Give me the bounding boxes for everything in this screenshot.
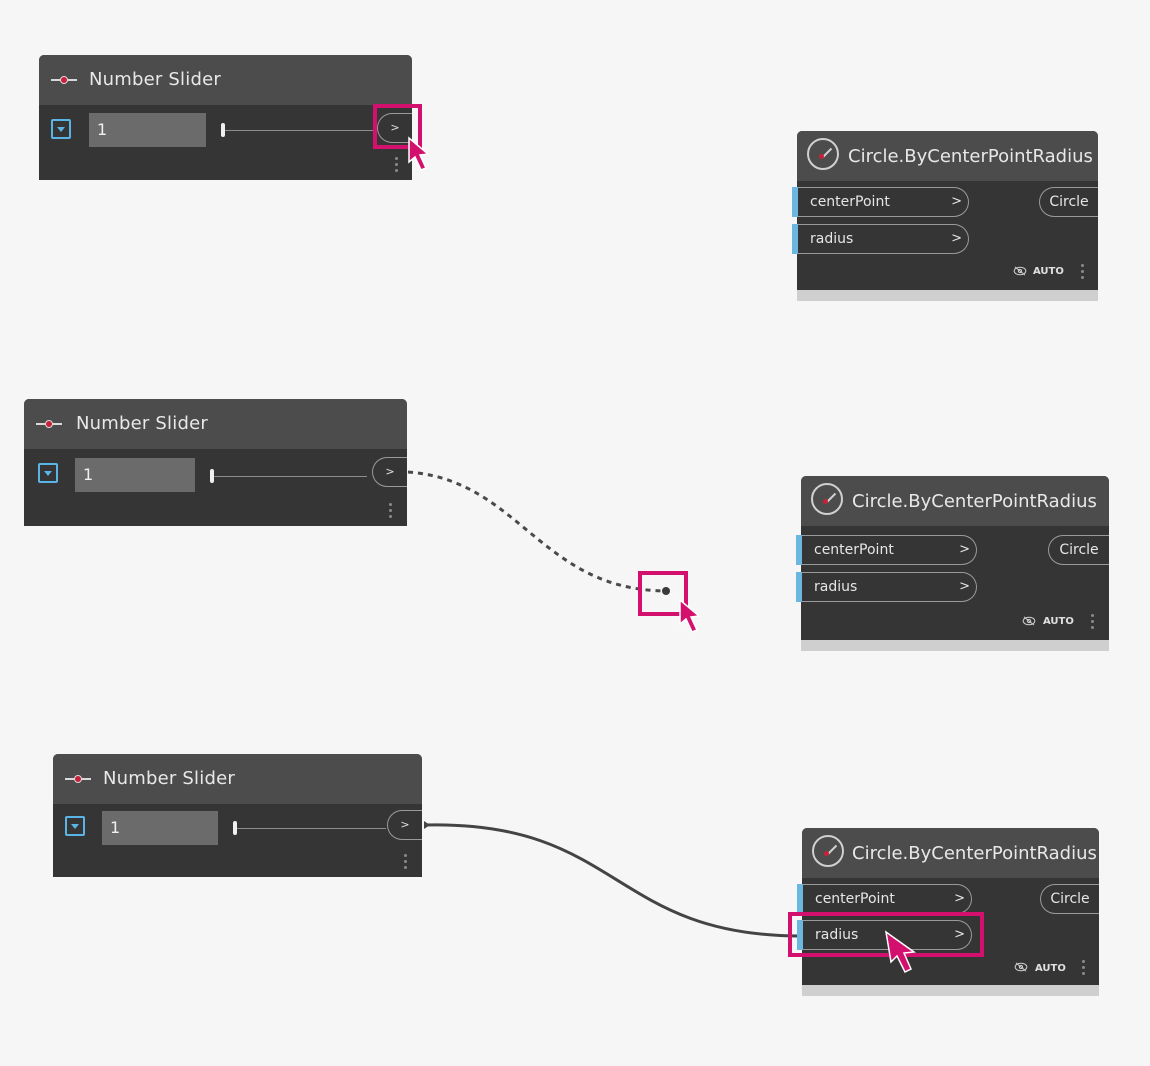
node-footer (801, 640, 1109, 651)
circle-icon (807, 138, 839, 170)
more-options-icon[interactable] (404, 854, 407, 872)
output-port-circle[interactable]: Circle (1039, 187, 1098, 217)
wire-dragging (407, 470, 667, 593)
node-header[interactable]: Circle.ByCenterPointRadius (801, 476, 1109, 526)
port-label: centerPoint (810, 194, 890, 210)
slider-thumb[interactable] (210, 469, 214, 483)
node-header[interactable]: Number Slider (39, 55, 412, 105)
input-port-centerpoint[interactable]: centerPoint > (792, 187, 969, 217)
port-arrow: > (959, 579, 970, 594)
slider-track[interactable] (210, 476, 367, 477)
expand-toggle-button[interactable] (38, 463, 58, 483)
slider-icon (51, 76, 77, 84)
port-arrow: > (951, 194, 962, 209)
port-label: centerPoint (814, 542, 894, 558)
more-options-icon[interactable] (1082, 960, 1085, 978)
circle-by-center-point-radius-node[interactable]: Circle.ByCenterPointRadius centerPoint >… (796, 476, 1109, 651)
slider-thumb[interactable] (233, 821, 237, 835)
port-label: radius (815, 927, 859, 943)
more-options-icon[interactable] (1081, 264, 1084, 282)
node-title: Number Slider (103, 768, 235, 789)
wire-connected[interactable] (423, 823, 800, 938)
circle-icon (811, 483, 843, 515)
input-port-centerpoint[interactable]: centerPoint > (797, 884, 972, 914)
port-arrow: > (954, 927, 965, 942)
node-title: Circle.ByCenterPointRadius (852, 491, 1097, 512)
slider-track[interactable] (233, 828, 386, 829)
eye-hidden-icon[interactable] (1013, 962, 1029, 972)
run-mode-label: AUTO (1043, 616, 1074, 627)
slider-value-input[interactable]: 1 (89, 113, 206, 147)
number-slider-node[interactable]: Number Slider 1 > (39, 55, 412, 180)
more-options-icon[interactable] (389, 503, 392, 521)
node-title: Circle.ByCenterPointRadius (848, 146, 1093, 167)
slider-value-input[interactable]: 1 (75, 458, 195, 492)
slider-thumb[interactable] (221, 123, 225, 137)
node-header[interactable]: Number Slider (53, 754, 422, 804)
port-arrow: > (951, 231, 962, 246)
node-footer (802, 985, 1099, 996)
port-label: radius (814, 579, 858, 595)
number-slider-node[interactable]: Number Slider 1 > (53, 754, 422, 877)
highlight-wire-end (638, 571, 688, 616)
eye-hidden-icon[interactable] (1021, 616, 1037, 626)
node-header[interactable]: Circle.ByCenterPointRadius (802, 828, 1099, 878)
node-footer (797, 290, 1098, 301)
port-arrow: > (959, 542, 970, 557)
slider-track[interactable] (221, 130, 376, 131)
slider-icon (36, 420, 62, 428)
slider-output-port[interactable]: > (377, 113, 412, 143)
slider-output-port[interactable]: > (372, 457, 407, 487)
circle-by-center-point-radius-node[interactable]: Circle.ByCenterPointRadius centerPoint >… (792, 131, 1098, 301)
node-title: Number Slider (76, 413, 208, 434)
expand-toggle-button[interactable] (65, 816, 85, 836)
more-options-icon[interactable] (1091, 614, 1094, 632)
port-label: centerPoint (815, 891, 895, 907)
node-header[interactable]: Circle.ByCenterPointRadius (797, 131, 1098, 181)
circle-icon (812, 835, 844, 867)
input-port-centerpoint[interactable]: centerPoint > (796, 535, 977, 565)
wire-end-arrow (424, 821, 430, 829)
output-port-circle[interactable]: Circle (1040, 884, 1099, 914)
port-arrow: > (954, 891, 965, 906)
input-port-radius[interactable]: radius > (792, 224, 969, 254)
node-title: Number Slider (89, 69, 221, 90)
highlight-output-port (373, 104, 422, 149)
run-mode-label: AUTO (1035, 963, 1066, 974)
slider-value-input[interactable]: 1 (102, 811, 218, 845)
node-header[interactable]: Number Slider (24, 399, 407, 449)
number-slider-node[interactable]: Number Slider 1 > (24, 399, 407, 526)
node-title: Circle.ByCenterPointRadius (852, 843, 1097, 864)
slider-icon (65, 775, 91, 783)
input-port-radius[interactable]: radius > (796, 572, 977, 602)
more-options-icon[interactable] (395, 157, 398, 175)
port-label: radius (810, 231, 854, 247)
highlight-radius-input (788, 912, 984, 957)
wire-end-dot (662, 587, 670, 595)
slider-output-port[interactable]: > (387, 810, 422, 840)
circle-by-center-point-radius-node[interactable]: Circle.ByCenterPointRadius centerPoint >… (797, 828, 1099, 996)
output-port-circle[interactable]: Circle (1048, 535, 1109, 565)
run-mode-label: AUTO (1033, 266, 1064, 277)
expand-toggle-button[interactable] (51, 119, 71, 139)
eye-hidden-icon[interactable] (1012, 266, 1028, 276)
